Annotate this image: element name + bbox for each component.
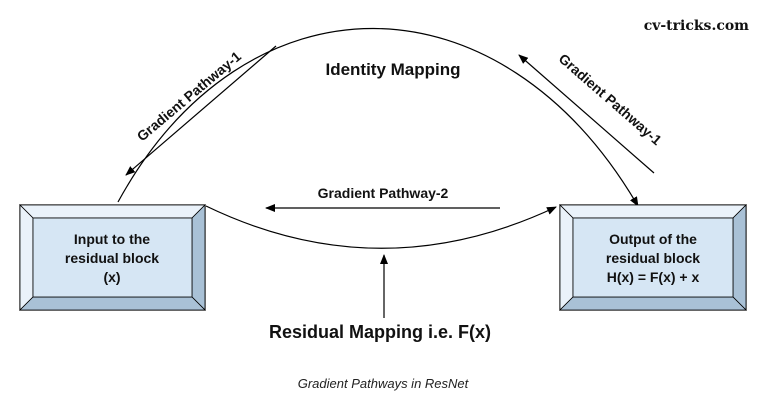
input-block-line-2: residual block	[65, 250, 159, 266]
figure-caption: Gradient Pathways in ResNet	[298, 376, 470, 391]
gradient-pathway-2-label: Gradient Pathway-2	[318, 185, 449, 201]
watermark-text: cv-tricks.com	[644, 18, 749, 34]
gradient-pathway-1-right-arrow	[518, 54, 655, 174]
gradient-pathway-1-left-label: Gradient Pathway-1	[134, 48, 245, 144]
output-block: Output of the residual block H(x) = F(x)…	[559, 204, 747, 311]
input-block-line-3: (x)	[103, 269, 120, 285]
output-block-line-3: H(x) = F(x) + x	[607, 269, 700, 285]
residual-mapping-label: Residual Mapping i.e. F(x)	[269, 322, 491, 342]
output-block-line-1: Output of the	[609, 231, 697, 247]
residual-mapping-curve	[205, 205, 557, 249]
gradient-pathway-1-right-label: Gradient Pathway-1	[556, 50, 665, 148]
output-block-line-2: residual block	[606, 250, 700, 266]
input-block-line-1: Input to the	[74, 231, 150, 247]
identity-mapping-label: Identity Mapping	[325, 60, 460, 79]
identity-mapping-arc	[117, 28, 639, 207]
gradient-pathway-1-left-arrow	[125, 45, 277, 176]
input-block: Input to the residual block (x)	[19, 204, 206, 311]
